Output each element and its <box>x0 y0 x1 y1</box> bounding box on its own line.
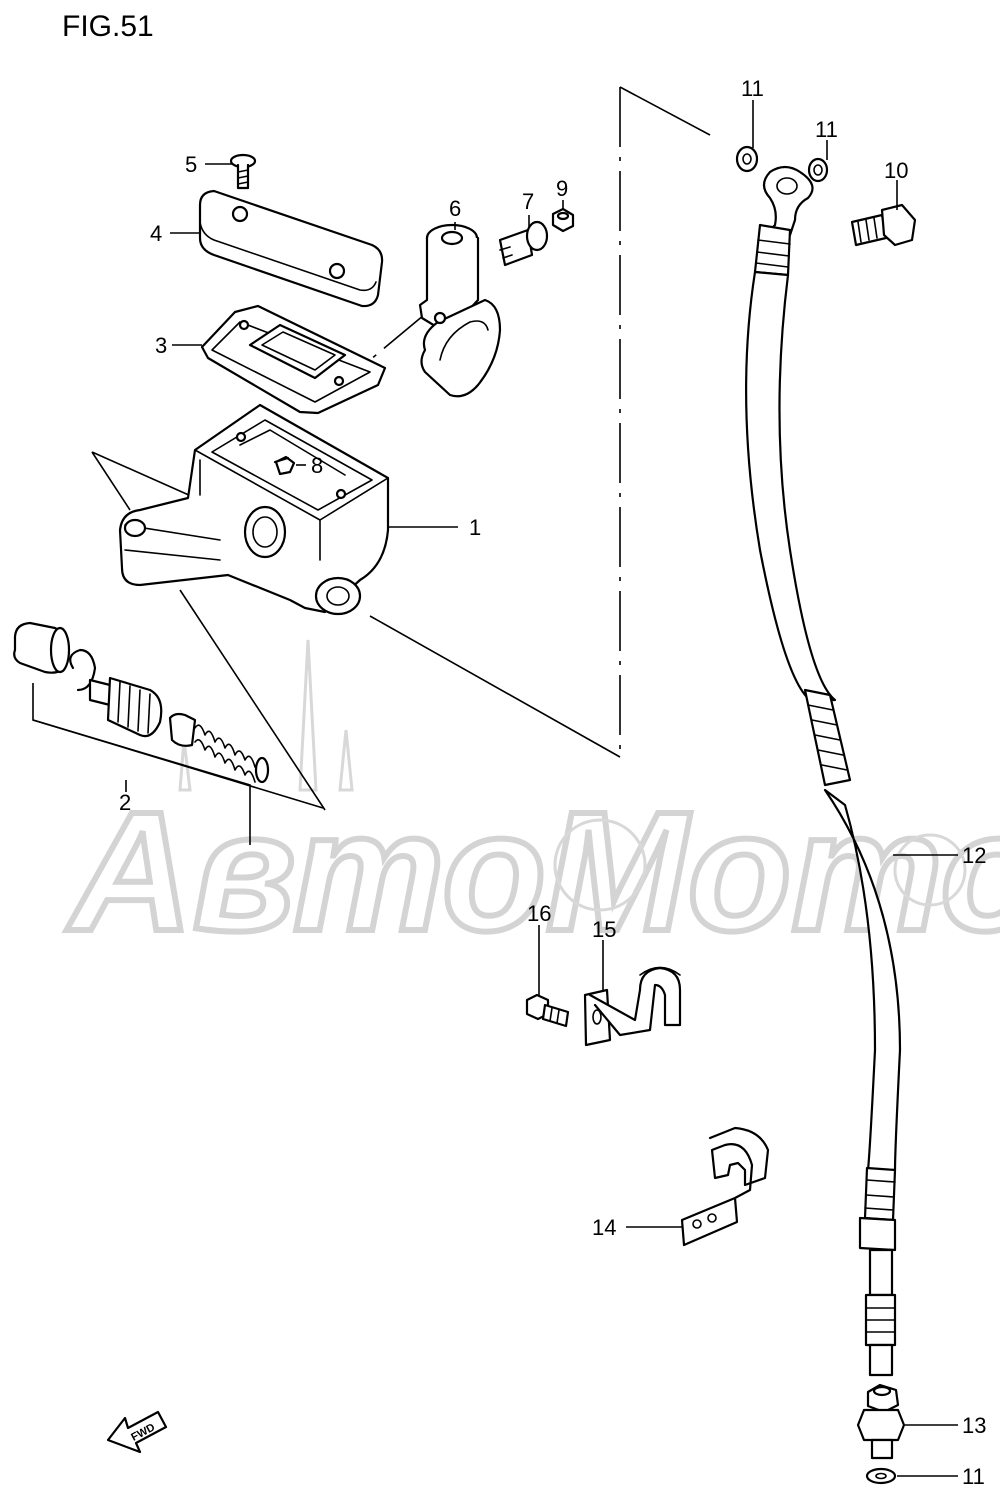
callout-1: 1 <box>469 515 481 540</box>
callout-8: 8 <box>311 453 323 478</box>
hose-clip-part-14 <box>680 1126 770 1247</box>
fitting-part-8 <box>273 456 290 464</box>
banjo-bolt-part-10 <box>850 203 917 247</box>
callout-3: 3 <box>155 333 167 358</box>
hose-bracket-part-15 <box>583 966 682 1047</box>
callout-5: 5 <box>185 152 197 177</box>
callout-6: 6 <box>449 196 461 221</box>
callout-10: 10 <box>884 158 908 183</box>
callout-11-top: 11 <box>741 76 764 101</box>
brake-hose-part-12 <box>735 145 902 1377</box>
bolt-part-7 <box>498 220 549 267</box>
callout-14: 14 <box>592 1215 616 1240</box>
washer-part-11-lower <box>865 1467 897 1485</box>
union-part-13 <box>856 1383 906 1460</box>
callout-11-bottom: 11 <box>962 1464 985 1489</box>
nut-part-9 <box>551 207 575 233</box>
callout-4: 4 <box>150 221 162 246</box>
bolt-part-16 <box>525 993 570 1028</box>
reservoir-cover-part-4 <box>198 189 384 308</box>
callout-11-mid: 11 <box>815 117 838 142</box>
screw-part-5 <box>229 153 257 190</box>
callout-7: 7 <box>522 189 534 214</box>
leader-lines <box>170 100 958 1477</box>
callout-16: 16 <box>527 901 551 926</box>
callouts: 5 4 3 6 7 9 8 1 2 11 11 10 12 13 11 14 1… <box>119 76 986 1489</box>
callout-12: 12 <box>962 843 986 868</box>
callout-2: 2 <box>119 790 131 815</box>
assembly-lines <box>32 86 711 845</box>
master-cylinder-part-1 <box>118 403 390 616</box>
figure-title: FIG.51 <box>62 10 154 43</box>
clamp-part-6 <box>418 223 502 398</box>
diaphragm-part-3 <box>200 304 387 415</box>
fwd-arrow: FWD <box>106 1410 168 1454</box>
callout-15: 15 <box>592 917 616 942</box>
piston-kit-part-2 <box>13 621 270 784</box>
washer-hole <box>875 1472 887 1480</box>
callout-9: 9 <box>556 176 568 201</box>
callout-13: 13 <box>962 1413 986 1438</box>
